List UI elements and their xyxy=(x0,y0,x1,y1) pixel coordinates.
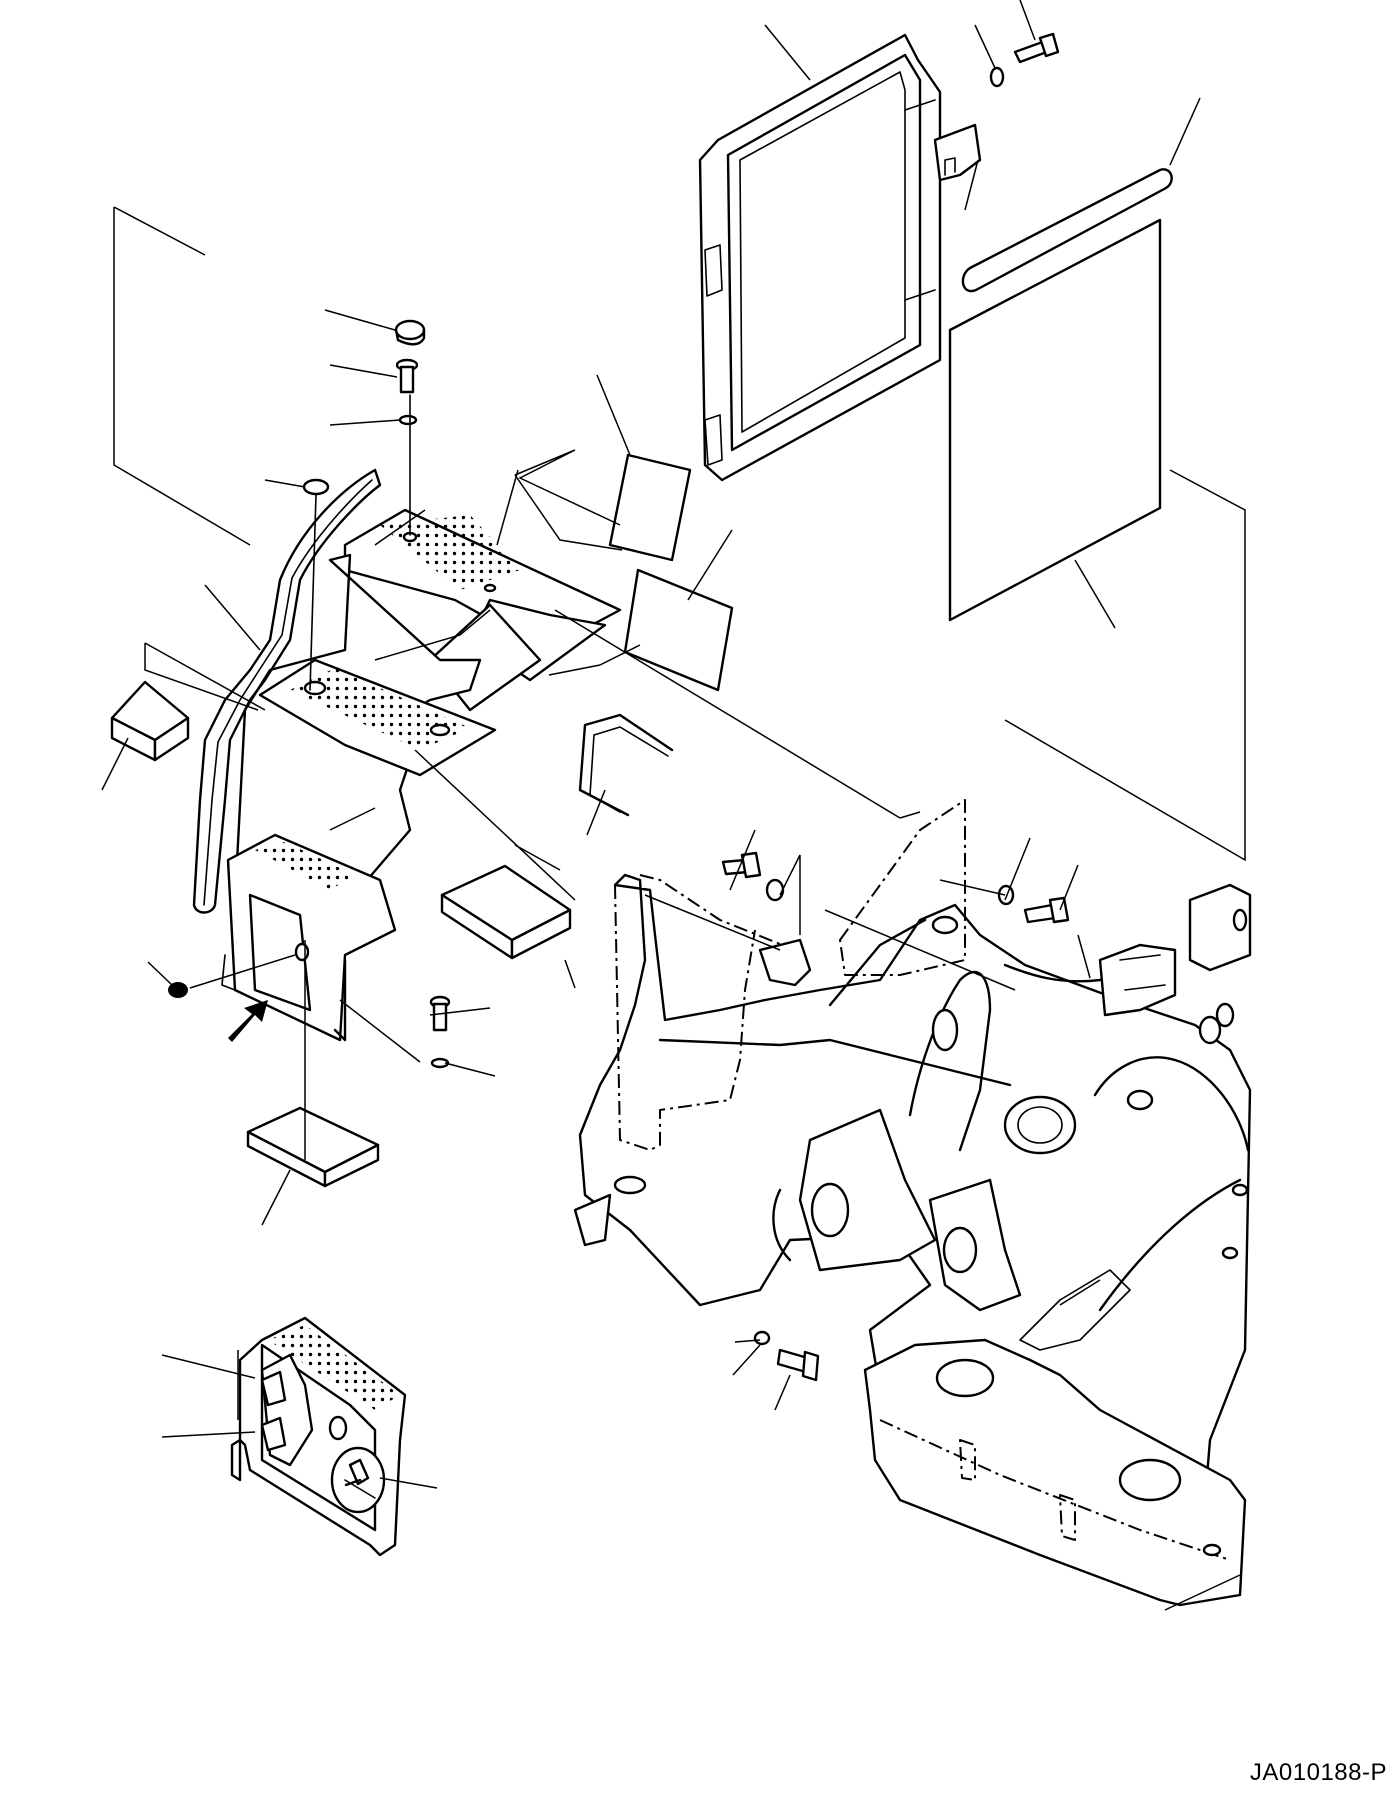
washer-frame-upper xyxy=(765,878,785,902)
perforated-bottom-step xyxy=(255,842,355,890)
washer-mid xyxy=(398,414,418,426)
foam-block-left xyxy=(110,680,190,762)
small-plate-upper xyxy=(608,453,692,562)
assembly-line-cap-left xyxy=(309,494,317,691)
hand-rail xyxy=(192,468,382,914)
hex-bolt-frame-right xyxy=(1023,896,1070,924)
view-arrow-icon xyxy=(228,1000,268,1042)
hex-bolt-frame-lower xyxy=(776,1348,820,1382)
hex-bolt-top xyxy=(1013,32,1060,64)
rubber-cap-left xyxy=(302,478,330,496)
washer-frame-lower xyxy=(753,1330,771,1346)
washer-frame-right xyxy=(997,884,1015,906)
foam-block-middle xyxy=(440,864,572,960)
washer-lower xyxy=(430,1057,450,1069)
hex-bolt-frame-upper xyxy=(721,851,762,879)
cap-screw-lower xyxy=(429,995,451,1032)
clip-bracket xyxy=(933,123,982,182)
foam-block-bottom xyxy=(246,1106,380,1188)
sponge-panel xyxy=(948,218,1162,622)
perforated-detail xyxy=(268,1325,400,1410)
nut-left xyxy=(168,982,188,998)
drawing-code: JA010188-P xyxy=(1249,1759,1387,1786)
step-assembly xyxy=(221,508,622,1042)
perforated-middle-step xyxy=(290,668,470,750)
latch-rod xyxy=(578,713,674,817)
washer-top xyxy=(989,66,1005,88)
revolving-frame xyxy=(573,799,1252,1607)
radiator-frame xyxy=(698,33,942,482)
small-plate-lower xyxy=(623,568,734,692)
detail-view-step-bottom xyxy=(230,1316,407,1557)
leader-lines xyxy=(101,0,1246,1611)
rubber-seal-strip xyxy=(961,168,1173,293)
rubber-cap-top xyxy=(394,319,426,346)
cap-screw-top xyxy=(395,358,419,394)
mounting-bracket-small xyxy=(758,938,812,987)
